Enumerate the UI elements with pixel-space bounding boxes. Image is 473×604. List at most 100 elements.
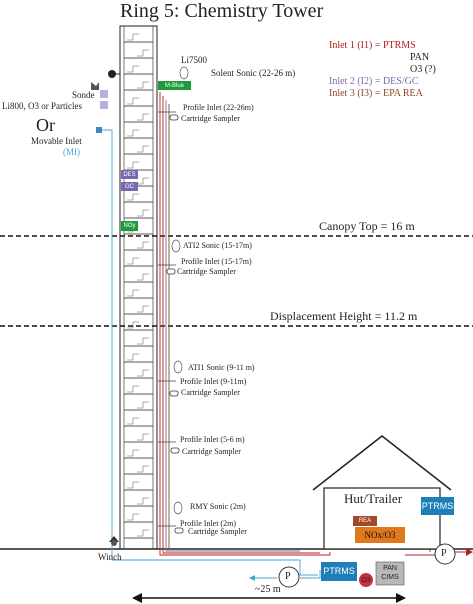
pump-right-label: P [441,548,447,559]
cartridge-15-label: Cartridge Sampler [177,267,236,276]
sonde-icon [100,90,108,98]
left-instruments [91,70,120,546]
legend-inlet2: Inlet 2 (I2) = DES/GC [329,76,419,87]
cartridge-2-label: Cartridge Sampler [188,527,247,536]
tower-step [127,33,139,41]
canopy-top-label: Canopy Top = 16 m [319,219,415,233]
inlet2-tube [165,100,300,552]
pump-left-label: P [285,571,291,582]
profile-15-label: Profile Inlet (15-17m) [181,257,252,266]
tower-step [127,65,139,73]
tower-step [137,305,149,313]
tower-step [137,369,149,377]
rmy-sonic-label: RMY Sonic (2m) [190,502,246,511]
inlet1-tube [159,92,331,556]
inlet1-tube-2 [162,96,320,554]
des-label: DES [123,172,136,178]
noy-label: NOy [123,223,136,229]
tower-step [127,513,139,521]
tower-step [137,113,149,121]
tower-frame [119,25,158,550]
legend-inlet1-pan: PAN [410,52,430,63]
mblue-box [158,81,191,90]
o3-label: O3 [361,577,371,584]
ati2-sonic-label: ATI2 Sonic (15-17m) [183,241,252,250]
cartridge-5-label: Cartridge Sampler [182,447,241,456]
tower-step [127,353,139,361]
solent-sonic-symbol [179,66,189,80]
tower-step [137,529,149,537]
gc-label: GC [125,184,134,190]
cartridge-9-label: Cartridge Sampler [181,388,240,397]
li7500-label: Li7500 [181,55,207,65]
pump-circle-right [434,543,456,565]
tower-step [137,241,149,249]
des-box [121,170,138,179]
tower-step [137,497,149,505]
noxo3-label: NOx/O3 [364,530,396,540]
ati2-sonic-symbol [171,239,181,253]
tower [119,25,158,550]
profile-5-label: Profile Inlet (5-6 m) [180,435,245,444]
tower-step [127,385,139,393]
displacement-height-label: Displacement Height = 11.2 m [270,309,418,323]
ptrms-bottom-label: PTRMS [323,566,355,576]
or-label: Or [36,115,55,135]
rea-box [353,516,377,526]
pan-cims-box [375,561,405,586]
cartridge-samplers [166,114,184,534]
tower-step [127,193,139,201]
ati1-sonic-label: ATI1 Sonic (9-11 m) [188,363,255,372]
cartridge-2-icon [174,527,184,534]
sonde-label: Sonde [72,90,95,100]
tower-step [127,257,139,265]
hut [249,435,473,588]
tower-step [127,97,139,105]
tower-step [137,49,149,57]
page-title: Ring 5: Chemistry Tower [120,0,324,22]
legend-inlet3: Inlet 3 (I3) = EPA REA [329,88,423,99]
tower-step [137,401,149,409]
legend-inlet1-o3: O3 (?) [410,64,436,75]
cartridge-22-icon [169,114,179,121]
tower-step [127,417,139,425]
winch-drum-icon [111,540,117,546]
tower-step [127,161,139,169]
winch-icon [109,536,119,542]
cartridge-9-icon [169,390,179,397]
distance-arrow-right-head [396,593,406,603]
distance-arrow [132,593,406,603]
tower-step [137,465,149,473]
mblue-label: M-Blue [164,83,184,89]
tower-step [137,145,149,153]
solent-sonic-label: Solent Sonic (22-26 m) [211,68,296,78]
tower-step [137,177,149,185]
pump-circle-left [278,566,300,588]
movable-to-pump [300,570,321,579]
li800-label: Li800, O3 or Particles [2,101,82,111]
gc-box [121,182,138,191]
cims-label: CIMS [381,574,399,581]
cartridge-5-icon [170,447,180,454]
cartridge-22-label: Cartridge Sampler [181,114,240,123]
ptrms-top-label: PTRMS [421,501,454,511]
cartridge-15-icon [166,268,176,275]
sonde-mount-icon [91,82,99,90]
tower-step [127,129,139,137]
top-mount-icon [108,70,116,78]
movable-inlet-label: Movable Inlet [31,136,82,146]
noy-box [121,221,138,231]
pan-label: PAN [383,565,397,572]
exhaust-arrow-left [249,575,255,581]
tower-step [137,81,149,89]
movable-inlet-icon [96,127,102,133]
hut-body [323,487,441,550]
tower-step [137,337,149,345]
rea-label: REA [358,518,372,524]
sonics [171,66,189,515]
hut-roof [312,435,452,491]
ati1-sonic-symbol [173,360,183,374]
distance-arrow-left-head [132,593,142,603]
